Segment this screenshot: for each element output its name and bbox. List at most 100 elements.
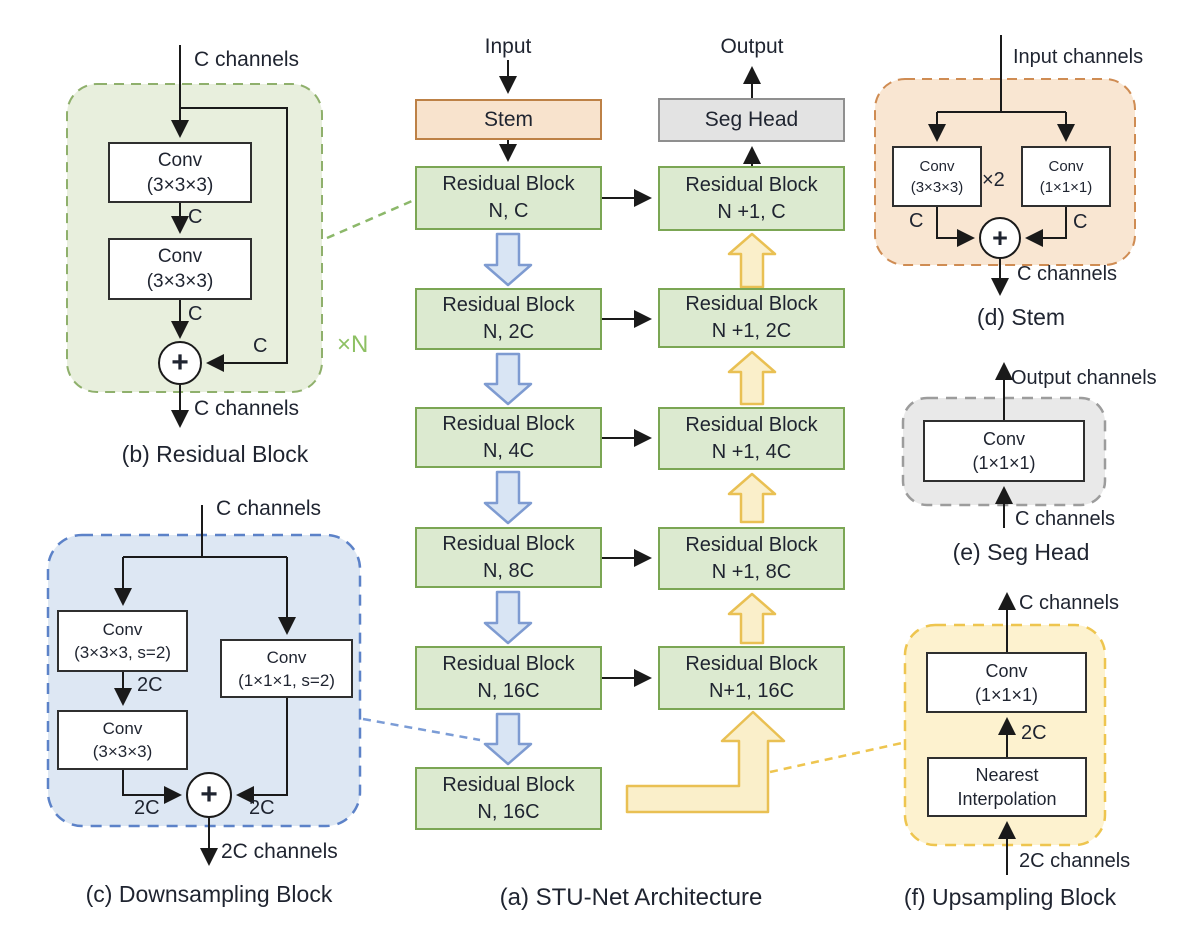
rb-skip-path xyxy=(180,107,288,372)
stem-box-label: Stem xyxy=(483,107,533,131)
upsampling-panel-caption: (f) Upsampling Block xyxy=(903,884,1117,910)
decoder-block-5-config: N+1, 16C xyxy=(708,680,795,702)
us-output-channels-label: C channels xyxy=(1019,592,1120,614)
stem-right-sum-arrow xyxy=(1025,207,1067,247)
rb-plus-icon: + xyxy=(171,346,189,379)
decoder-block-2-title: Residual Block xyxy=(685,293,818,315)
bottleneck-block: Residual Block N, 16C xyxy=(415,767,602,830)
decoder-block-5-title: Residual Block xyxy=(685,653,818,675)
downsample-arrow-2 xyxy=(483,352,533,406)
residual-panel-connector-line xyxy=(326,199,413,240)
stem-box: Stem xyxy=(415,99,602,140)
downsample-arrow-4 xyxy=(483,590,533,645)
encoder-block-5-title: Residual Block xyxy=(442,653,575,675)
ds-left-sum-arrow xyxy=(122,770,182,804)
encoder-block-3: Residual Block N, 4C xyxy=(415,407,602,468)
downsample-arrow-3 xyxy=(483,470,533,525)
sh-conv-box: Conv (1×1×1) xyxy=(923,420,1085,482)
upsample-arrow-3 xyxy=(727,472,777,524)
us-interp-line2: Interpolation xyxy=(957,789,1057,809)
rb-repeat-label: ×N xyxy=(337,331,369,358)
us-conv-box: Conv (1×1×1) xyxy=(926,652,1087,713)
stem-left-sum-arrow xyxy=(936,207,975,247)
bottleneck-block-config: N, 16C xyxy=(477,800,540,823)
ds-skip-conv-title: Conv xyxy=(266,647,307,667)
ds-right-sum-arrow xyxy=(236,698,288,804)
ds-skip-conv-kernel: (1×1×1, s=2) xyxy=(238,670,335,690)
output-label: Output xyxy=(720,35,784,58)
encoder-block-1: Residual Block N, C xyxy=(415,166,602,230)
decoder-block-4-title: Residual Block xyxy=(685,533,818,556)
rb-conv1-title: Conv xyxy=(157,149,203,171)
ds-sum-node: + xyxy=(186,772,232,818)
rb-conv1-kernel: (3×3×3) xyxy=(146,174,214,196)
ds-conv1-box: Conv (3×3×3, s=2) xyxy=(57,610,188,672)
black-arrows xyxy=(114,35,1075,875)
ds-left-label: 2C xyxy=(134,797,160,819)
decoder-block-4-config: N +1, 8C xyxy=(711,560,792,583)
stem-right-c-label: C xyxy=(1073,211,1088,233)
seg-head-box: Seg Head xyxy=(658,98,845,142)
decoder-block-2: Residual Block N +1, 2C xyxy=(658,288,845,348)
ds-conv1-kernel: (3×3×3, s=2) xyxy=(74,643,171,662)
encoder-block-1-title: Residual Block xyxy=(442,173,575,195)
stem-conv-left-box: Conv (3×3×3) xyxy=(892,146,982,207)
rb-conv2-box: Conv (3×3×3) xyxy=(108,238,252,300)
ds-input-channels-label: C channels xyxy=(216,497,322,520)
residual-panel-caption: (b) Residual Block xyxy=(121,441,309,467)
ds-output-channels-label: 2C channels xyxy=(221,840,338,863)
stem-sum-node: + xyxy=(979,217,1021,259)
sh-conv-title: Conv xyxy=(982,429,1026,449)
ds-right-label: 2C xyxy=(249,797,275,819)
upsample-arrow-1 xyxy=(727,232,777,289)
stem-repeat-label: ×2 xyxy=(982,169,1005,191)
us-interp-box: Nearest Interpolation xyxy=(927,757,1087,817)
seg-head-panel-caption: (e) Seg Head xyxy=(952,539,1090,565)
encoder-block-4-title: Residual Block xyxy=(442,532,575,555)
us-conv-kernel: (1×1×1) xyxy=(974,684,1039,705)
stem-conv-left-title: Conv xyxy=(919,157,955,175)
rb-conv1-box: Conv (3×3×3) xyxy=(108,142,252,203)
us-input-channels-label: 2C channels xyxy=(1019,850,1131,872)
encoder-block-2-config: N, 2C xyxy=(482,321,535,343)
ds-conv2-box: Conv (3×3×3) xyxy=(57,710,188,770)
encoder-block-4: Residual Block N, 8C xyxy=(415,527,602,588)
downsample-arrow-5 xyxy=(483,712,533,766)
ds-conv2-title: Conv xyxy=(102,719,143,738)
downsampling-arrows xyxy=(483,232,533,766)
decoder-block-2-config: N +1, 2C xyxy=(711,320,792,342)
bottleneck-block-title: Residual Block xyxy=(442,773,575,796)
rb-mid1-label: C xyxy=(188,206,203,228)
rb-input-channels-label: C channels xyxy=(194,48,300,71)
stem-left-c-label: C xyxy=(909,210,924,232)
decoder-block-5: Residual Block N+1, 16C xyxy=(658,646,845,710)
upsampling-panel-connector-line xyxy=(769,741,903,774)
rb-sum-node: + xyxy=(158,341,202,385)
encoder-block-1-config: N, C xyxy=(488,200,529,222)
upsample-arrow-4 xyxy=(727,592,777,645)
encoder-block-5: Residual Block N, 16C xyxy=(415,646,602,710)
downsample-arrow-1 xyxy=(483,232,533,287)
decoder-block-3: Residual Block N +1, 4C xyxy=(658,407,845,470)
rb-conv2-title: Conv xyxy=(157,246,203,267)
input-label: Input xyxy=(484,35,532,58)
sh-input-channels-label: C channels xyxy=(1015,508,1116,530)
encoder-block-2: Residual Block N, 2C xyxy=(415,288,602,350)
us-interp-line1: Nearest xyxy=(975,765,1039,785)
ds-mid-label: 2C xyxy=(137,674,163,696)
stem-conv-right-kernel: (1×1×1) xyxy=(1039,178,1093,196)
sh-output-channels-label: Output channels xyxy=(1011,367,1157,389)
stem-output-channels-label: C channels xyxy=(1017,263,1118,285)
sh-conv-kernel: (1×1×1) xyxy=(972,453,1036,473)
stem-conv-right-box: Conv (1×1×1) xyxy=(1021,146,1111,207)
seg-head-box-label: Seg Head xyxy=(704,108,799,131)
decoder-block-3-title: Residual Block xyxy=(685,413,818,436)
ds-skip-conv-box: Conv (1×1×1, s=2) xyxy=(220,639,353,698)
stem-panel-caption: (d) Stem xyxy=(976,304,1066,330)
downsampling-panel-connector-line xyxy=(362,717,481,742)
rb-output-channels-label: C channels xyxy=(194,397,300,420)
stem-plus-icon: + xyxy=(992,222,1008,253)
decoder-block-4: Residual Block N +1, 8C xyxy=(658,527,845,590)
ds-conv1-title: Conv xyxy=(102,620,143,639)
